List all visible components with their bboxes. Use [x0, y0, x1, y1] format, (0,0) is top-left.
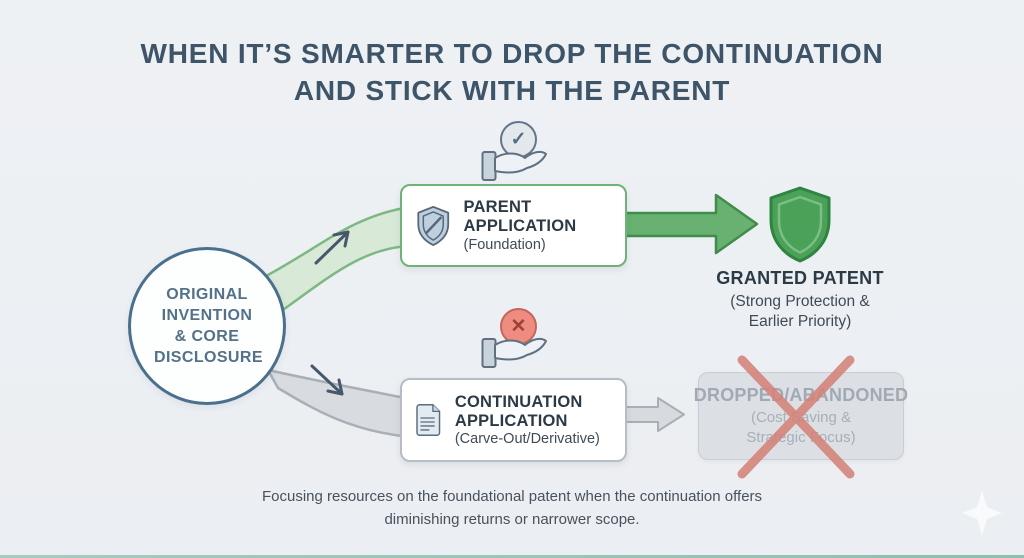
- continuation-box-text: CONTINUATION APPLICATION (Carve-Out/Deri…: [455, 393, 617, 448]
- bottom-accent-bar: [0, 555, 1024, 558]
- document-icon: [416, 404, 441, 436]
- offering-hand-icon: [481, 150, 547, 181]
- green-ribbon-connector: [264, 205, 412, 314]
- up-right-arrow-icon: [314, 230, 350, 265]
- continuation-box-subtitle: (Carve-Out/Derivative): [454, 431, 600, 448]
- check-glyph: ✓: [510, 129, 527, 150]
- parent-box-title: PARENT APPLICATION: [463, 198, 577, 235]
- title-line-2: AND STICK WITH THE PARENT: [293, 74, 731, 106]
- shield-icon: [417, 205, 450, 246]
- continuation-application-box: CONTINUATION APPLICATION (Carve-Out/Deri…: [400, 378, 627, 462]
- granted-subtitle: (Strong Protection & Earlier Priority): [730, 293, 870, 331]
- granted-patent-shield-icon: [769, 186, 831, 263]
- gray-arrow: [621, 397, 685, 432]
- dropped-title: DROPPED/ABANDONED: [693, 385, 909, 405]
- dropped-subtitle: (Cost Saving & Strategic Focus): [746, 409, 856, 446]
- page-title: WHEN IT’S SMARTER TO DROP THE CONTINUATI…: [0, 36, 1024, 110]
- dropped-abandoned-box: DROPPED/ABANDONED (Cost Saving & Strateg…: [694, 372, 908, 460]
- footer-caption: Focusing resources on the foundational p…: [261, 488, 763, 528]
- origin-circle-node: ORIGINAL INVENTION & CORE DISCLOSURE: [128, 247, 286, 405]
- offering-hand-icon: [481, 337, 547, 368]
- parent-box-subtitle: (Foundation): [463, 236, 546, 253]
- check-circle-icon: ✓: [500, 121, 537, 158]
- origin-label: ORIGINAL INVENTION & CORE DISCLOSURE: [154, 285, 263, 367]
- continuation-box-title: CONTINUATION APPLICATION: [454, 392, 583, 430]
- down-right-arrow-icon: [310, 364, 344, 396]
- parent-application-box: PARENT APPLICATION (Foundation): [400, 184, 627, 267]
- cross-glyph: ✕: [510, 316, 527, 337]
- four-point-star-icon: [962, 490, 1002, 536]
- title-line-1: WHEN IT’S SMARTER TO DROP THE CONTINUATI…: [140, 38, 884, 69]
- green-arrow: [620, 193, 759, 255]
- parent-box-text: PARENT APPLICATION (Foundation): [464, 198, 617, 253]
- granted-title: GRANTED PATENT: [716, 268, 884, 288]
- granted-patent-outcome: GRANTED PATENT (Strong Protection & Earl…: [692, 268, 908, 332]
